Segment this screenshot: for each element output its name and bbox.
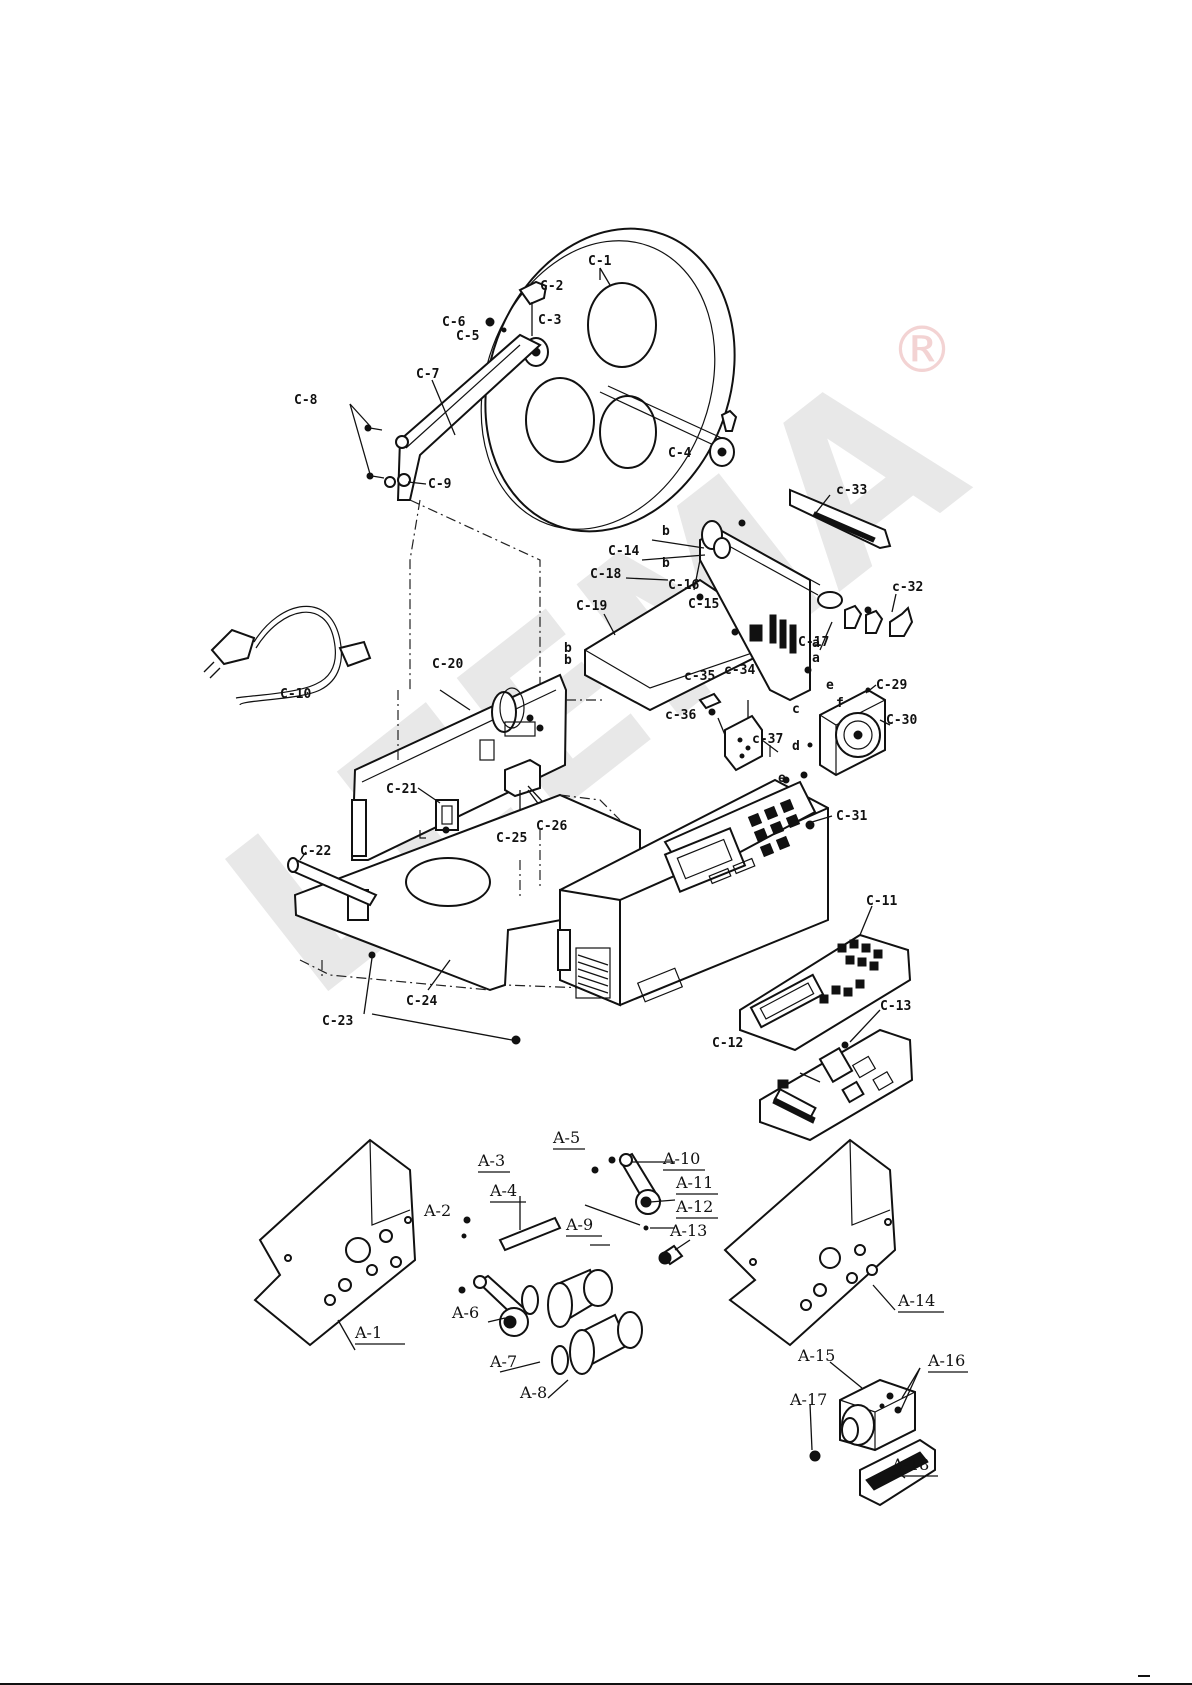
- label-a-15: A-15: [797, 1346, 835, 1365]
- label-c-35: c-35: [684, 669, 715, 684]
- label-a-8: A-8: [519, 1383, 547, 1402]
- label-c-23: C-23: [322, 1014, 353, 1029]
- marker-b-2: b: [662, 556, 670, 571]
- label-c-18: C-18: [590, 567, 621, 582]
- label-c-4: C-4: [668, 446, 692, 461]
- label-c-16: C-16: [668, 578, 699, 593]
- label-a-16: A-16: [927, 1351, 965, 1370]
- label-c-26: C-26: [536, 819, 567, 834]
- label-c-9: C-9: [428, 477, 451, 492]
- label-a-3: A-3: [477, 1151, 505, 1170]
- marker-c: c: [792, 702, 800, 717]
- marker-b-1: b: [662, 524, 670, 539]
- label-c-21: C-21: [386, 782, 417, 797]
- label-a-10: A-10: [662, 1149, 700, 1168]
- motor-assembly: [810, 1362, 935, 1505]
- label-a-17: A-17: [789, 1390, 827, 1409]
- marker-a-1: a: [812, 636, 820, 651]
- marker-a-2: a: [812, 651, 820, 666]
- label-c-19: C-19: [576, 599, 607, 614]
- label-c-32: c-32: [892, 580, 923, 595]
- marker-e-2: e: [778, 771, 786, 786]
- marker-e-1: e: [826, 678, 834, 693]
- label-a-1: A-1: [354, 1323, 382, 1342]
- label-c-25: C-25: [496, 831, 527, 846]
- label-c-22: C-22: [300, 844, 331, 859]
- label-c-30: C-30: [886, 713, 917, 728]
- label-c-1: C-1: [588, 254, 612, 269]
- label-a-9: A-9: [565, 1215, 593, 1234]
- label-a-5: A-5: [552, 1128, 580, 1147]
- label-c-34: c-34: [724, 663, 755, 678]
- label-c-14: C-14: [608, 544, 639, 559]
- label-c-7: C-7: [416, 367, 439, 382]
- label-c-33: c-33: [836, 483, 867, 498]
- label-c-12: C-12: [712, 1036, 743, 1051]
- label-a-13: A-13: [669, 1221, 707, 1240]
- marker-f: f: [836, 696, 844, 711]
- label-c-29: C-29: [876, 678, 907, 693]
- label-a-4: A-4: [489, 1181, 517, 1200]
- label-c-3: C-3: [538, 313, 561, 328]
- label-c-10: C-10: [280, 687, 311, 702]
- marker-b-4: b: [564, 653, 572, 668]
- label-c-11: C-11: [866, 894, 897, 909]
- label-c-37: c-37: [752, 732, 783, 747]
- label-a-6: A-6: [451, 1303, 479, 1322]
- label-c-20: C-20: [432, 657, 463, 672]
- label-c-13: C-13: [880, 999, 911, 1014]
- label-c-8: C-8: [294, 393, 318, 408]
- label-a-11: A-11: [675, 1173, 713, 1192]
- label-c-31: C-31: [836, 809, 867, 824]
- label-a-14: A-14: [897, 1291, 935, 1310]
- label-a-12: A-12: [675, 1197, 713, 1216]
- label-c-36: c-36: [665, 708, 696, 723]
- label-c-24: C-24: [406, 994, 437, 1009]
- registered-mark: ®: [890, 314, 954, 388]
- label-c-2: C-2: [540, 279, 563, 294]
- marker-d: d: [792, 739, 800, 754]
- label-a-18: A-18: [891, 1455, 929, 1474]
- left-side-plate: [255, 1140, 415, 1350]
- label-a-2: A-2: [423, 1201, 451, 1220]
- label-a-7: A-7: [489, 1352, 517, 1371]
- label-c-6: C-6: [442, 315, 466, 330]
- label-c-5: C-5: [456, 329, 479, 344]
- right-side-plate: [725, 1140, 895, 1345]
- label-c-15: C-15: [688, 597, 719, 612]
